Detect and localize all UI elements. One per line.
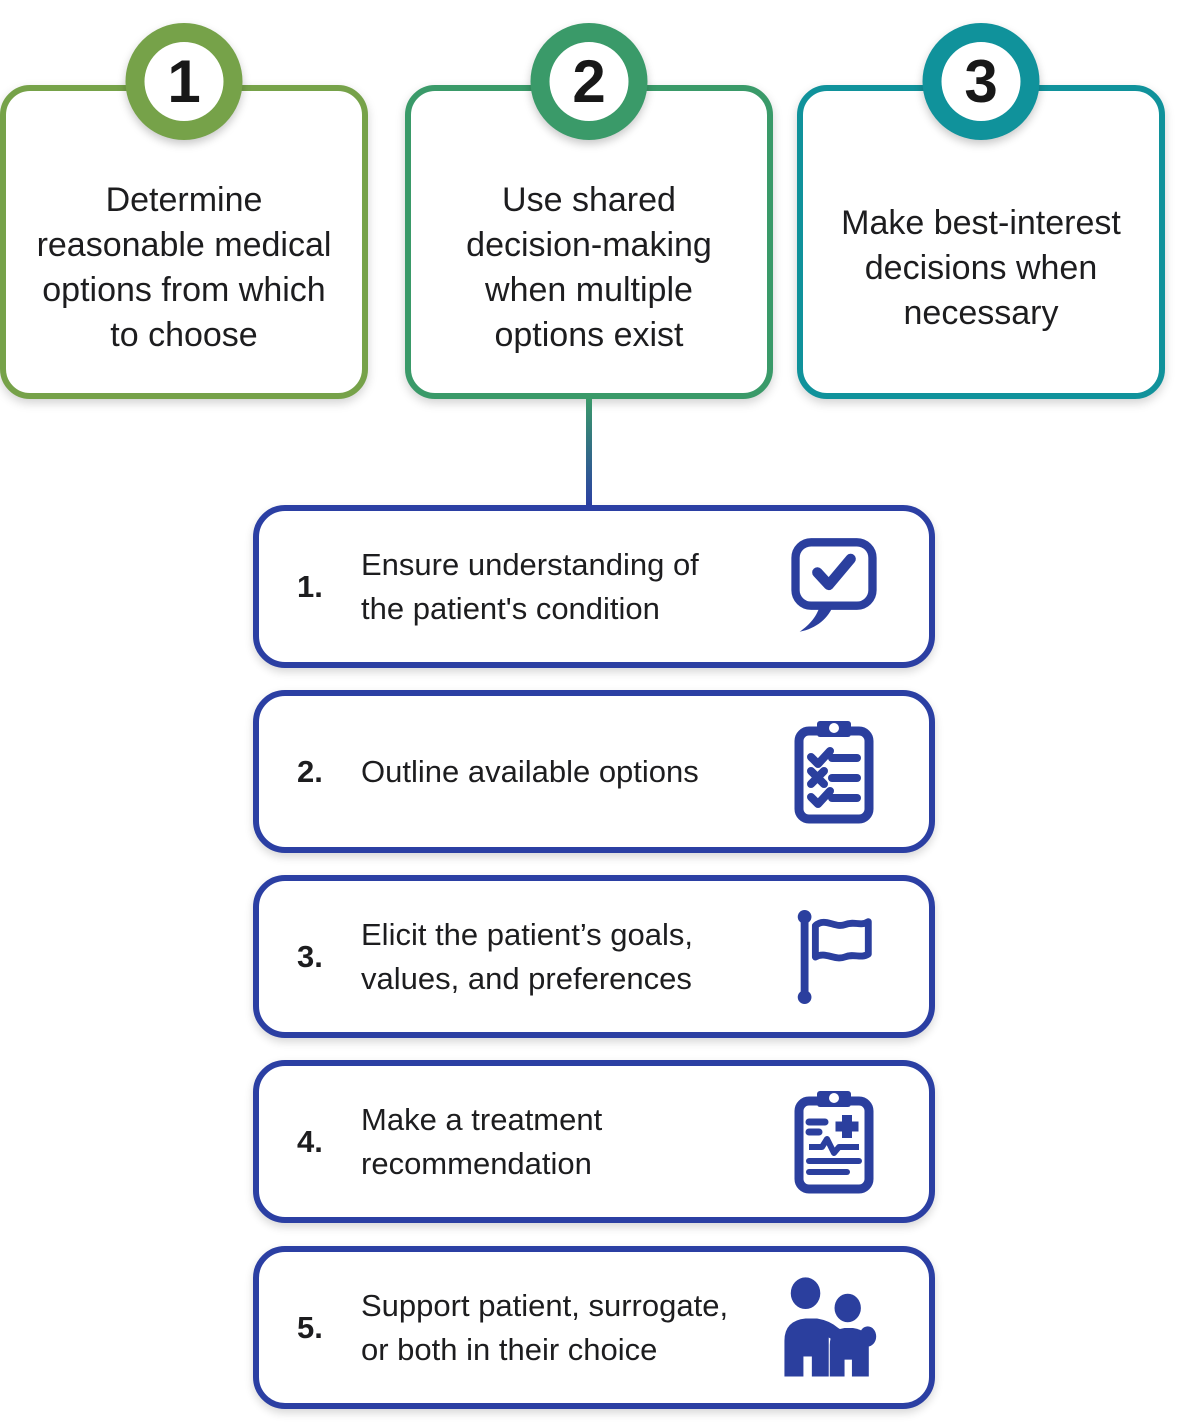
clipboard-checklist-icon xyxy=(771,702,897,842)
clipboard-medical-icon xyxy=(771,1072,897,1212)
sub-step-3-label: Elicit the patient’s goals, values, and … xyxy=(361,916,694,996)
people-support-icon xyxy=(771,1258,897,1398)
speech-bubble-check-icon xyxy=(771,517,897,657)
sub-step-4-label: Make a treatment recommendation xyxy=(361,1101,603,1181)
step-2-number: 2 xyxy=(572,47,606,115)
sub-step-2-label: Outline available options xyxy=(361,753,699,789)
sub-step-row-4: 4. Make a treatment recommendation xyxy=(253,1060,935,1223)
step-3-number: 3 xyxy=(964,47,998,115)
sub-step-row-2: 2. Outline available options xyxy=(253,690,935,853)
top-step-1-label: Determine reasonable medical options fro… xyxy=(36,181,332,354)
top-step-3-label: Make best-interest decisions when necess… xyxy=(841,203,1121,332)
flag-icon xyxy=(771,887,897,1027)
top-step-2-label: Use shared decision-making when multiple… xyxy=(466,181,712,354)
sub-step-row-1: 1. Ensure understanding of the patient's… xyxy=(253,505,935,668)
step-1-number: 1 xyxy=(167,47,201,115)
sub-step-5-number: 5. xyxy=(297,1309,323,1345)
top-step-box-1: 1 Determine reasonable medical options f… xyxy=(0,23,368,399)
sub-step-4-number: 4. xyxy=(297,1123,323,1159)
sub-step-row-5: 5. Support patient, surrogate, or both i… xyxy=(253,1246,935,1409)
top-step-box-2: 2 Use shared decision-making when multip… xyxy=(405,23,773,399)
sub-step-1-number: 1. xyxy=(297,568,323,604)
sub-step-1-label: Ensure understanding of the patient's co… xyxy=(361,546,699,626)
sub-step-row-3: 3. Elicit the patient’s goals, values, a… xyxy=(253,875,935,1038)
connector-line xyxy=(586,398,592,506)
top-step-box-3: 3 Make best-interest decisions when nece… xyxy=(797,23,1165,399)
sub-step-5-label: Support patient, surrogate, or both in t… xyxy=(361,1287,729,1367)
sub-step-3-number: 3. xyxy=(297,938,323,974)
sub-step-2-number: 2. xyxy=(297,753,323,789)
